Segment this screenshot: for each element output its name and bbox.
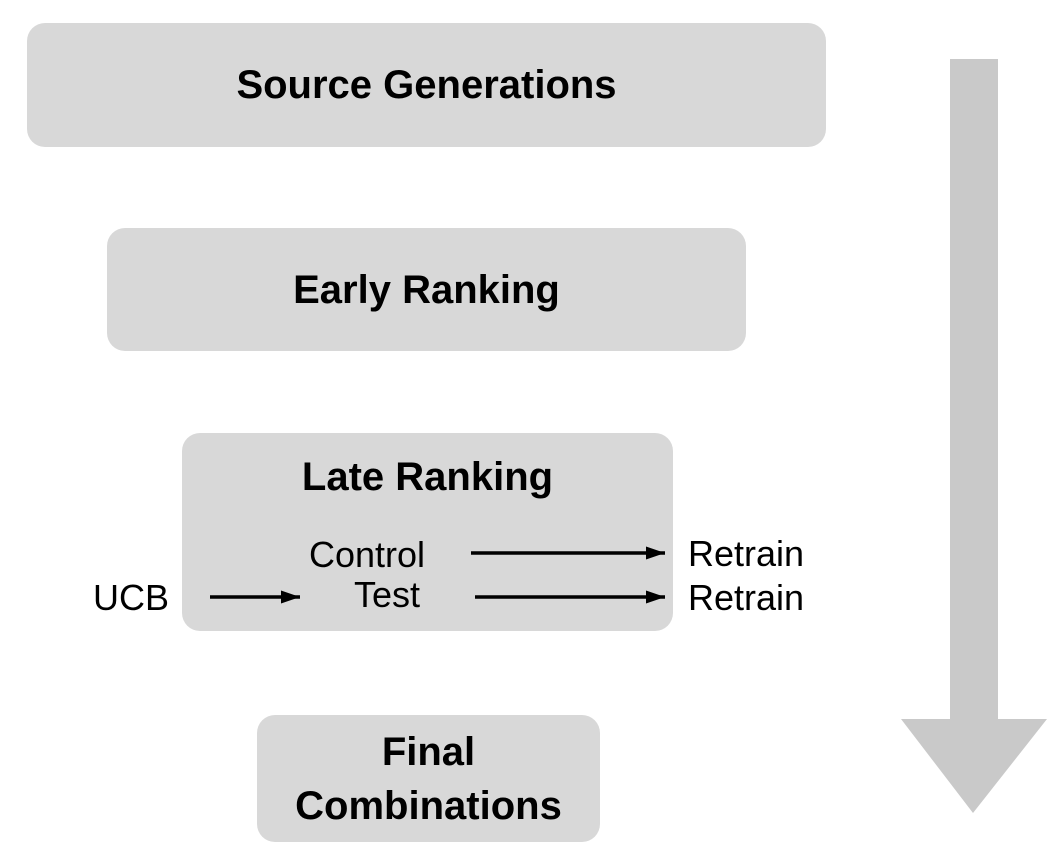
source-generations-box: Source Generations — [27, 23, 826, 147]
final-combinations-label: Final Combinations — [295, 725, 562, 833]
source-generations-label: Source Generations — [236, 63, 617, 107]
retrain-test-label: Retrain — [688, 577, 805, 618]
late-ranking-box: Late Ranking — [182, 433, 673, 631]
final-combinations-line2: Combinations — [295, 783, 562, 828]
test-label: Test — [353, 574, 421, 615]
retrain-control-label: Retrain — [688, 533, 805, 574]
final-combinations-line1: Final — [381, 729, 476, 774]
control-label: Control — [308, 534, 426, 575]
late-ranking-label: Late Ranking — [301, 455, 554, 499]
big-down-arrow-icon — [901, 59, 1047, 813]
final-combinations-box: Final Combinations — [257, 715, 600, 842]
ucb-label: UCB — [92, 577, 170, 618]
early-ranking-box: Early Ranking — [107, 228, 746, 351]
early-ranking-label: Early Ranking — [293, 267, 560, 312]
